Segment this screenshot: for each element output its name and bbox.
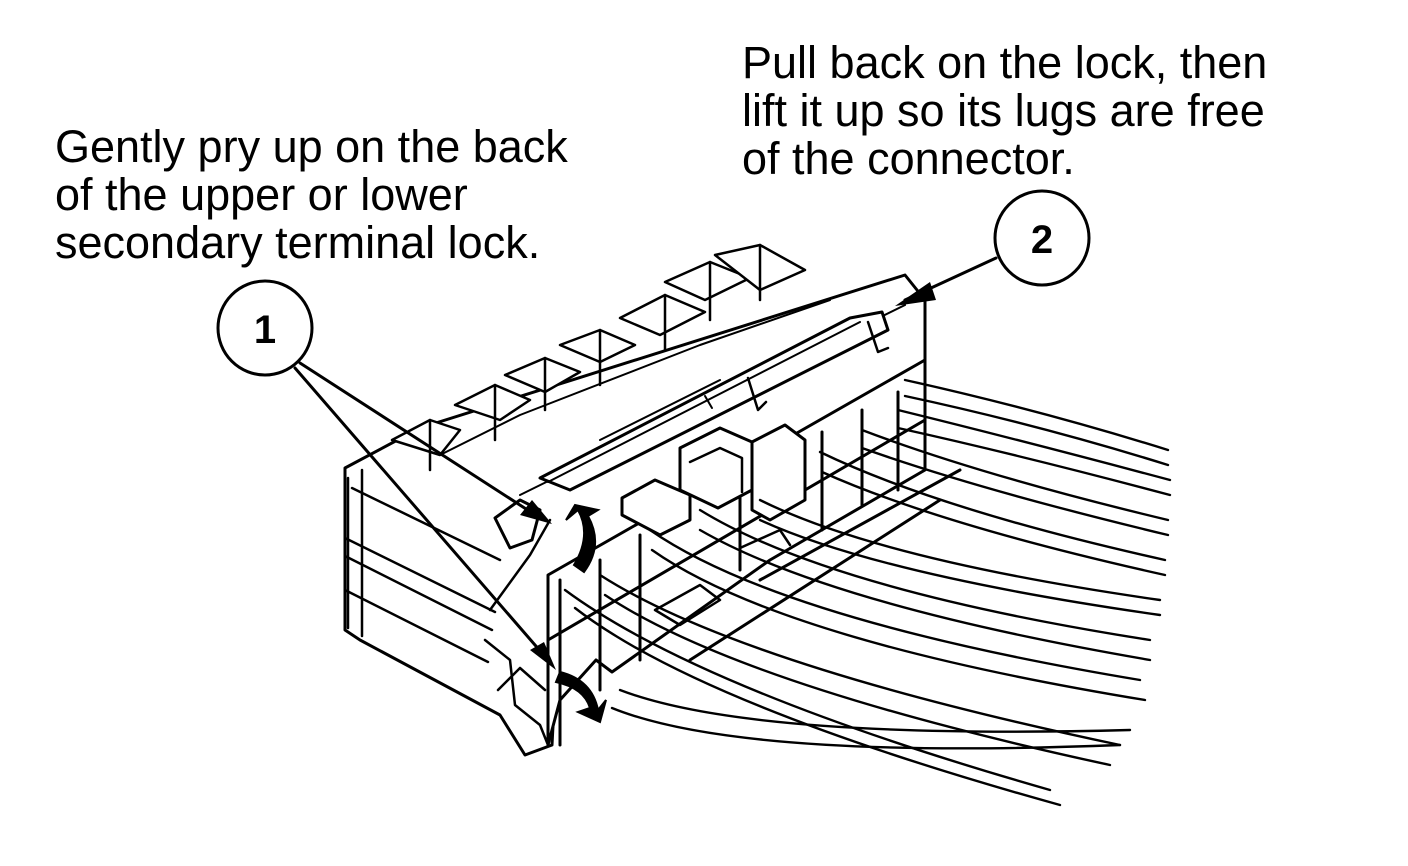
leader-arrows <box>293 256 998 670</box>
circle-badge-icon <box>993 189 1091 287</box>
circle-badge-icon <box>216 279 314 377</box>
callout-1-text: Gently pry up on the back of the upper o… <box>55 121 568 268</box>
callout-2-line-3: of the connector. <box>742 133 1075 184</box>
callout-1-line-1: Gently pry up on the back <box>55 121 568 172</box>
curved-motion-arrow-icon <box>565 503 601 574</box>
callout-2-line-2: lift it up so its lugs are free <box>742 85 1265 136</box>
leader-arrow-icon <box>895 282 936 306</box>
secondary-lock-bar <box>538 310 890 492</box>
callout-2-line-1: Pull back on the lock, then <box>742 37 1267 88</box>
curved-motion-arrow-icon <box>554 670 607 724</box>
callout-2-badge: 2 <box>993 189 1091 287</box>
callout-1-line-3: secondary terminal lock. <box>55 217 540 268</box>
leader-arrow-icon <box>520 500 552 524</box>
callout-1-badge: 1 <box>216 279 314 377</box>
wire-harness <box>563 378 1172 807</box>
leader-arrow-icon <box>530 642 556 670</box>
callout-1-line-2: of the upper or lower <box>55 169 468 220</box>
callout-2-text: Pull back on the lock, then lift it up s… <box>742 37 1267 184</box>
callout-2-number: 2 <box>1031 218 1053 262</box>
motion-arrows <box>554 503 607 724</box>
callout-1-number: 1 <box>254 308 276 352</box>
connector-body <box>343 243 927 757</box>
